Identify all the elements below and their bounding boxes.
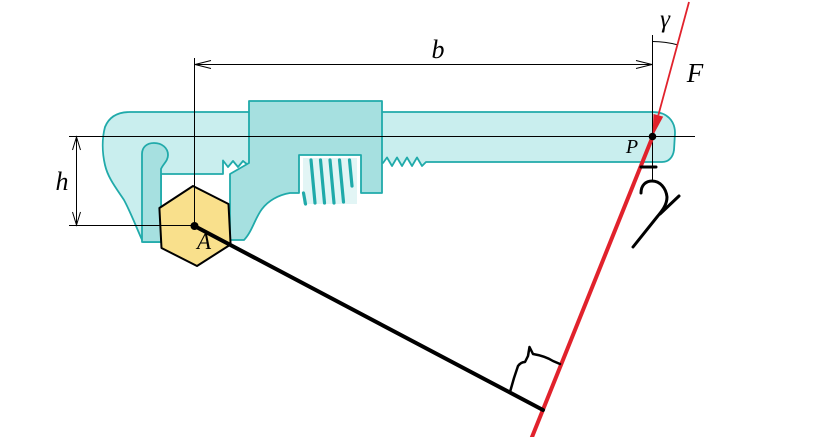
handwritten-gamma-crossstroke bbox=[658, 194, 681, 216]
screw-thread bbox=[337, 158, 346, 204]
label-gamma: γ bbox=[660, 6, 671, 33]
arrowhead-down-icon bbox=[72, 211, 81, 227]
fixed-jaw-hook bbox=[141, 142, 169, 243]
force-f: F bbox=[652, 1, 704, 137]
screw-thread bbox=[301, 191, 308, 206]
angle-arc bbox=[652, 41, 678, 46]
screw-thread bbox=[328, 158, 336, 205]
screw-thread bbox=[318, 158, 327, 205]
point-p-dot bbox=[648, 132, 657, 141]
label-f: F bbox=[686, 58, 704, 88]
line-of-action bbox=[529, 136, 655, 437]
screw-thread bbox=[309, 158, 317, 205]
construction-lines bbox=[69, 35, 695, 226]
angle-gamma: γ bbox=[652, 6, 678, 46]
arrowhead-up-icon bbox=[72, 135, 81, 151]
label-point-a: A bbox=[195, 229, 212, 254]
arrowhead-left-icon bbox=[194, 60, 212, 69]
dimension-b: b bbox=[194, 35, 653, 69]
label-h: h bbox=[56, 167, 69, 196]
adjusting-screw bbox=[301, 158, 357, 206]
wrench bbox=[101, 100, 676, 243]
label-b: b bbox=[432, 35, 445, 64]
force-arrowhead-icon bbox=[652, 114, 664, 137]
right-angle-mark bbox=[508, 345, 562, 394]
force-vector-line bbox=[657, 1, 690, 116]
arrowhead-right-icon bbox=[635, 60, 653, 69]
lever-arm-line bbox=[192, 224, 545, 412]
point-a-dot bbox=[190, 222, 199, 230]
label-point-p: P bbox=[625, 136, 638, 158]
handwritten-gamma: γ bbox=[631, 179, 681, 249]
screw-thread bbox=[347, 158, 354, 188]
movable-jaw bbox=[229, 100, 383, 241]
dimension-h: h bbox=[56, 135, 81, 227]
